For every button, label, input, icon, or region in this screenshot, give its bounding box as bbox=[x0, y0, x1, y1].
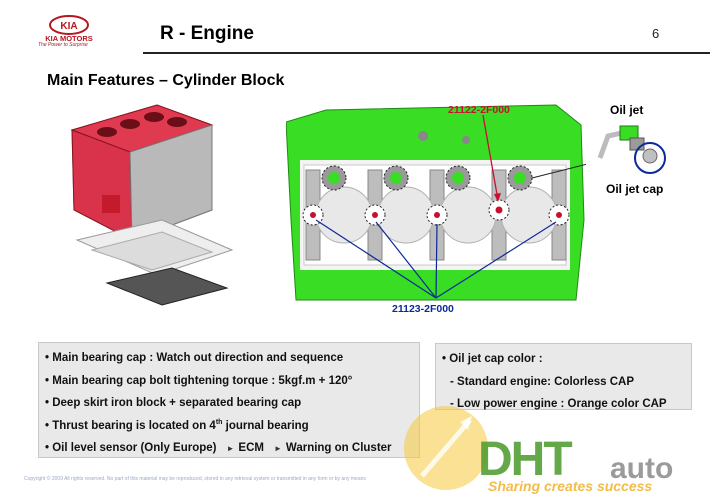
cylinder-block-diagram bbox=[286, 104, 586, 301]
watermark-logo bbox=[404, 406, 488, 490]
main-features-panel: • Main bearing cap : Watch out direction… bbox=[38, 342, 420, 458]
oil-cap-heading: • Oil jet cap color : bbox=[442, 353, 543, 365]
oil-cap-heading-text: Oil jet cap color : bbox=[449, 353, 543, 365]
page-title: R - Engine bbox=[160, 23, 254, 44]
oil-jet-label: Oil jet bbox=[610, 103, 644, 117]
feature-thrust-suffix: journal bearing bbox=[222, 419, 309, 432]
oil-jet-illustration bbox=[597, 125, 666, 174]
feature-item: • Main bearing cap : Watch out direction… bbox=[45, 352, 344, 364]
feature-thrust-sup: th bbox=[215, 418, 223, 426]
header-rule bbox=[143, 52, 710, 54]
engine-block-illustration bbox=[70, 104, 234, 306]
feature-bolt-torque: Main bearing cap bolt tightening torque … bbox=[52, 374, 353, 387]
feature-item: • Main bearing cap bolt tightening torqu… bbox=[45, 374, 353, 387]
kia-logo-text: KIA bbox=[60, 21, 77, 32]
feature-iron-block: Deep skirt iron block + separated bearin… bbox=[52, 397, 302, 409]
part-number-blue: 21123-2F000 bbox=[392, 303, 454, 315]
arrow-right-icon: ► bbox=[273, 444, 282, 453]
feature-bearing-cap: Main bearing cap : Watch out direction a… bbox=[52, 352, 344, 364]
feature-item: • Oil level sensor (Only Europe)►ECM►War… bbox=[45, 442, 392, 454]
kia-logo: KIA KIA MOTORS bbox=[45, 15, 93, 43]
watermark-slogan: Sharing creates success bbox=[488, 478, 653, 494]
oil-cap-panel: • Oil jet cap color : - Standard engine:… bbox=[435, 343, 692, 410]
oil-jet-cap-label: Oil jet cap bbox=[606, 182, 664, 196]
feature-thrust-prefix: Thrust bearing is located on 4 bbox=[52, 419, 216, 432]
kia-brand-text: KIA MOTORS bbox=[45, 34, 93, 43]
arrow-right-icon: ► bbox=[226, 444, 235, 453]
feature-item: • Thrust bearing is located on 4th journ… bbox=[45, 418, 309, 432]
section-subtitle: Main Features – Cylinder Block bbox=[47, 72, 285, 89]
oil-cap-standard: - Standard engine: Colorless CAP bbox=[450, 375, 635, 388]
tagline: The Power to Surprise bbox=[38, 42, 88, 48]
watermark-brand-right: auto bbox=[610, 452, 674, 485]
feature-item: • Deep skirt iron block + separated bear… bbox=[45, 397, 302, 409]
copyright-notice: Copyright © 2009 All rights reserved. No… bbox=[24, 476, 366, 482]
page-number: 6 bbox=[652, 26, 660, 41]
feature-warning: Warning on Cluster bbox=[285, 442, 392, 454]
feature-ecm: ECM bbox=[238, 442, 264, 454]
oil-cap-low-power: - Low power engine : Orange color CAP bbox=[450, 398, 667, 410]
watermark-brand-left: DHT bbox=[478, 433, 573, 486]
feature-oil-sensor: Oil level sensor (Only Europe) bbox=[52, 442, 217, 454]
part-number-red: 21122-2F000 bbox=[448, 104, 510, 116]
